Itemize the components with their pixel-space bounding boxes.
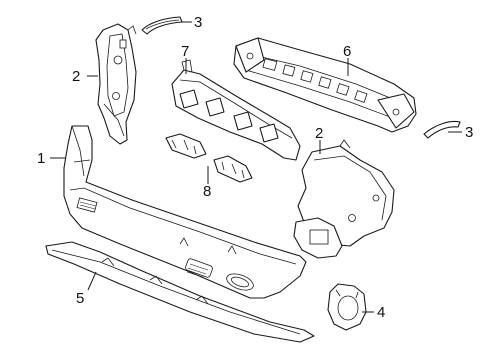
right-side-bracket <box>293 139 395 259</box>
callout-absorber: 7 <box>181 43 189 60</box>
fog-lamp-bezel <box>327 283 367 331</box>
callout-molding-upper: 3 <box>194 14 202 31</box>
callout-fog-lamp-bezel: 4 <box>377 304 385 321</box>
retainer-clips <box>165 133 253 183</box>
callout-retainer: 8 <box>203 183 211 200</box>
bumper-cover <box>63 125 307 299</box>
callout-molding-right: 3 <box>465 124 473 141</box>
reinforcement-bar <box>233 37 417 133</box>
callout-bracket-left: 2 <box>72 68 80 85</box>
upper-molding-strip <box>141 16 183 35</box>
left-side-bracket <box>95 23 137 145</box>
callout-reinforcement-bar: 6 <box>343 43 351 60</box>
callout-bracket-right: 2 <box>315 125 323 142</box>
callout-bumper-cover: 1 <box>37 150 45 167</box>
energy-absorber <box>171 59 301 161</box>
skid-plate <box>45 241 315 343</box>
right-molding-strip <box>423 120 461 139</box>
callout-labels: 3 2 7 6 3 1 2 8 4 5 <box>37 14 473 321</box>
callout-skid-plate: 5 <box>76 290 84 307</box>
leader-lines <box>50 21 462 313</box>
